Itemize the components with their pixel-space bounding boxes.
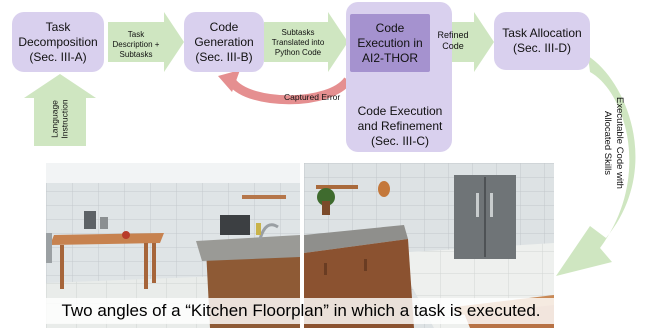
executable-line2: Allocated Skills xyxy=(602,111,614,175)
refined-code-label: Refined Code xyxy=(430,30,476,52)
captured-error-label: Captured Error xyxy=(284,92,341,102)
figure-caption: Two angles of a “Kitchen Floorplan” in w… xyxy=(46,298,556,324)
arrow-language-up xyxy=(24,74,96,146)
decomposition-line3: (Sec. III-A) xyxy=(29,49,87,64)
execution-line3: AI2-THOR xyxy=(361,50,418,65)
translated-line2: Translated into xyxy=(271,38,325,47)
refinement-line2: and Refinement xyxy=(357,119,443,133)
refinement-label: Code Execution and Refinement (Sec. III-… xyxy=(352,104,448,149)
arrow-gen-to-exec xyxy=(264,12,348,72)
translated-line1: Subtasks xyxy=(281,28,315,37)
refined-line1: Refined xyxy=(437,30,469,40)
generation-line3: (Sec. III-B) xyxy=(195,49,253,64)
code-execution-box: Code Execution in AI2-THOR xyxy=(350,14,430,72)
desc-subtasks-label: Task Description + Subtasks xyxy=(108,30,164,60)
executable-line1: Executable Code with xyxy=(614,97,626,189)
task-allocation-box: Task Allocation (Sec. III-D) xyxy=(494,12,590,70)
decomposition-line2: Decomposition xyxy=(18,34,98,49)
execution-line2: Execution in xyxy=(357,35,423,50)
code-generation-box: Code Generation (Sec. III-B) xyxy=(184,12,264,72)
translated-line3: Python Code xyxy=(274,48,322,57)
allocation-line2: (Sec. III-D) xyxy=(512,41,571,55)
language-line2: Instruction xyxy=(60,99,70,139)
allocation-line1: Task Allocation xyxy=(502,26,582,40)
desc-subtasks-line3: Subtasks xyxy=(119,50,153,59)
decomposition-line1: Task xyxy=(45,19,71,34)
refinement-line3: (Sec. III-C) xyxy=(370,134,429,148)
desc-subtasks-line2: Description + xyxy=(112,40,160,49)
task-decomposition-box: Task Decomposition (Sec. III-A) xyxy=(12,12,104,72)
arrow-captured-error-head xyxy=(218,70,240,92)
generation-line1: Code xyxy=(209,19,239,34)
generation-line2: Generation xyxy=(194,34,254,49)
execution-line1: Code xyxy=(375,20,405,35)
refined-line2: Code xyxy=(442,41,464,51)
language-instruction-label: Language Instruction xyxy=(36,96,84,142)
language-line1: Language xyxy=(50,100,60,138)
arrow-captured-error xyxy=(228,76,352,105)
arrow-executable-curve xyxy=(556,56,636,276)
arrow-decomp-to-gen xyxy=(108,12,184,72)
refinement-line1: Code Execution xyxy=(357,104,443,118)
desc-subtasks-line1: Task xyxy=(127,30,145,39)
translated-label: Subtasks Translated into Python Code xyxy=(264,28,332,58)
executable-code-label: Executable Code with Allocated Skills xyxy=(598,97,628,189)
